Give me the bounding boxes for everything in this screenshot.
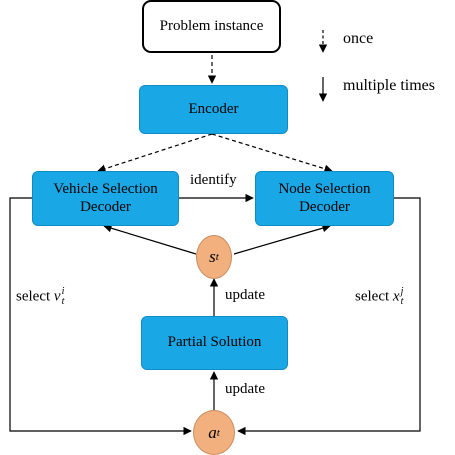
select-node-text: select (355, 288, 390, 305)
vehicle-decoder-label-line1: Vehicle Selection (53, 181, 158, 198)
vehicle-decoder-label-line2: Decoder (80, 198, 131, 215)
vehicle-selection-decoder-box: Vehicle Selection Decoder (32, 171, 179, 226)
partial-solution-box: Partial Solution (141, 316, 288, 370)
arrow-vehicle-loop (9, 197, 192, 436)
select-vehicle-text: select (16, 288, 51, 305)
select-vehicle-sup: i (61, 286, 65, 297)
action-subscript: t (216, 426, 220, 439)
update-state-label: update (225, 287, 265, 303)
arrow-state-to-node-decoder (233, 224, 331, 255)
arrow-encoder-to-vehicle-decoder (97, 133, 213, 173)
arrow-node-loop (237, 197, 421, 436)
encoder-box: Encoder (139, 85, 288, 134)
select-vehicle-sub: t (61, 296, 65, 307)
select-node-var: x (392, 288, 400, 305)
legend-multiple-label: multiple times (343, 77, 435, 94)
update-solution-label: update (225, 381, 265, 397)
state-symbol: s (209, 247, 216, 266)
state-subscript: t (215, 251, 219, 263)
legend-once-label: once (343, 30, 374, 47)
node-selection-decoder-box: Node Selection Decoder (255, 171, 394, 226)
arrow-state-to-vehicle-decoder (103, 224, 197, 255)
select-vehicle-var: v (53, 288, 61, 305)
problem-instance-box: Problem instance (142, 0, 281, 53)
encoder-label: Encoder (188, 100, 239, 117)
select-node-sub: t (400, 296, 404, 307)
select-node-sup: j (400, 286, 404, 297)
partial-solution-label: Partial Solution (167, 334, 262, 351)
problem-instance-label: Problem instance (159, 17, 264, 34)
node-decoder-label-line2: Decoder (299, 198, 350, 215)
arrow-encoder-to-node-decoder (211, 133, 333, 173)
node-decoder-label-line1: Node Selection (278, 181, 371, 198)
identify-label: identify (190, 172, 237, 188)
action-symbol: a (208, 422, 217, 442)
